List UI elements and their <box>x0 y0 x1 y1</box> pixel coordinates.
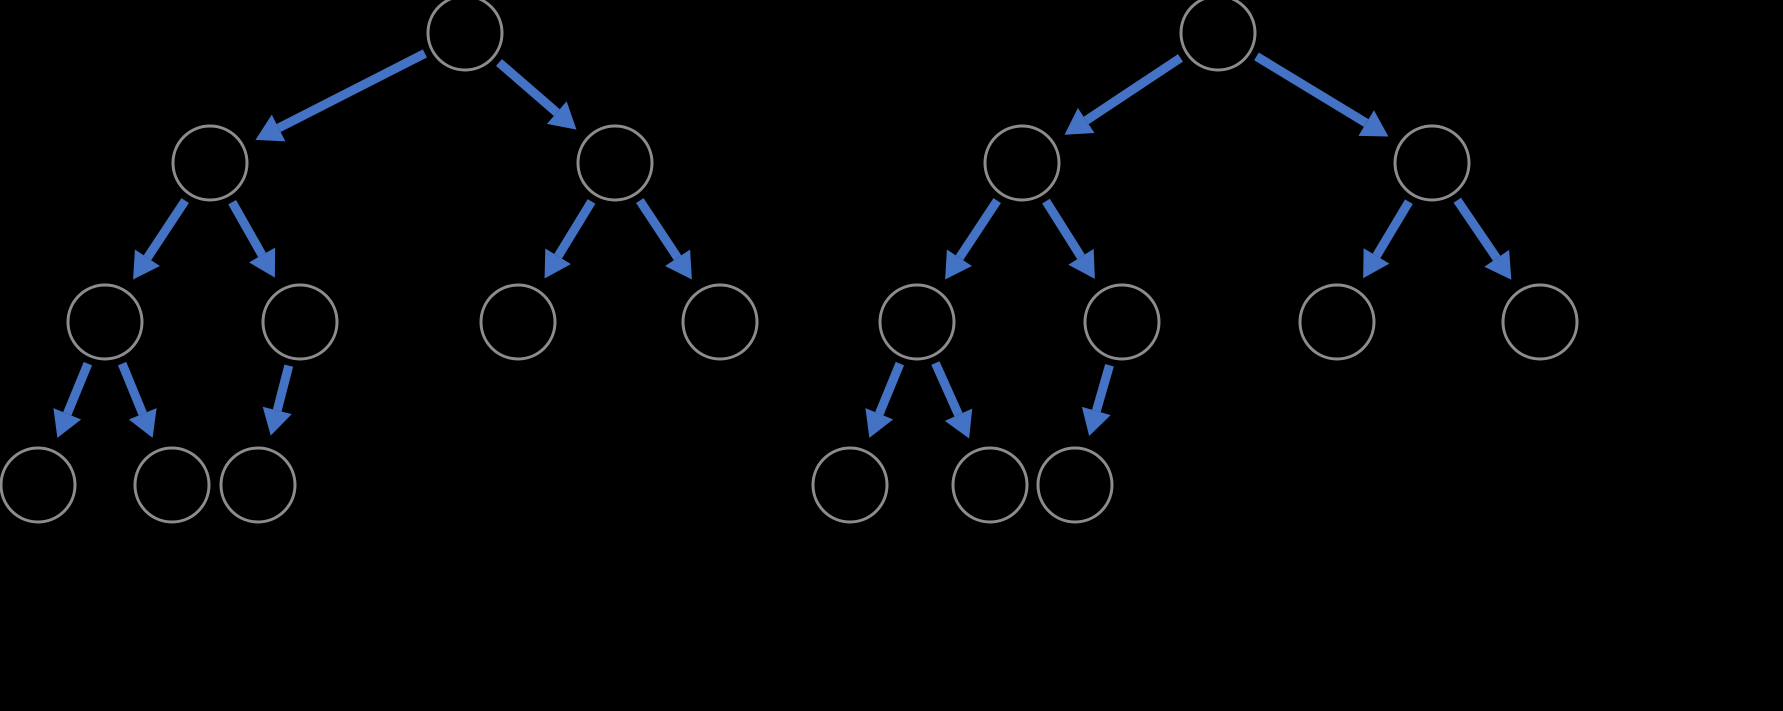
edge-shaft <box>636 198 682 261</box>
tree-edge <box>931 361 973 439</box>
edge-shaft <box>1042 198 1085 260</box>
tree-node-circle[interactable] <box>1036 446 1114 524</box>
edge-shaft <box>1372 199 1413 259</box>
edge-shaft <box>1083 54 1183 125</box>
tree-edge <box>1081 363 1114 436</box>
tree-node-circle[interactable] <box>261 283 339 361</box>
edge-shaft <box>496 59 560 116</box>
tree-edge <box>1064 54 1183 135</box>
tree-node-circle[interactable] <box>1179 0 1257 72</box>
tree-edge <box>53 361 93 438</box>
edge-arrowhead-icon <box>546 101 577 130</box>
tree-node-circle[interactable] <box>66 283 144 361</box>
tree-node-circle[interactable] <box>133 446 211 524</box>
edge-shaft <box>931 361 963 417</box>
tree-edge <box>228 199 276 278</box>
tree-node-circle[interactable] <box>1393 124 1471 202</box>
edges-layer <box>53 49 1512 439</box>
tree-edge <box>1042 198 1095 279</box>
edge-arrowhead-icon <box>1064 107 1095 135</box>
edge-arrowhead-icon <box>945 249 972 280</box>
tree-edge <box>496 59 577 130</box>
edge-arrowhead-icon <box>53 408 82 438</box>
edge-arrowhead-icon <box>255 114 286 142</box>
edge-shaft <box>228 199 266 258</box>
tree-edge <box>255 49 427 142</box>
tree-node-circle[interactable] <box>0 446 77 524</box>
tree-edge <box>544 199 596 279</box>
edge-shaft <box>1092 363 1114 413</box>
edge-arrowhead-icon <box>262 406 292 436</box>
tree-edge <box>636 198 692 280</box>
tree-node-circle[interactable] <box>983 124 1061 202</box>
edge-shaft <box>63 361 93 416</box>
tree-node-circle[interactable] <box>171 124 249 202</box>
edge-shaft <box>117 361 147 416</box>
tree-node-circle[interactable] <box>219 446 297 524</box>
edge-arrowhead-icon <box>1081 406 1111 436</box>
edge-shaft <box>875 361 905 416</box>
edge-arrowhead-icon <box>133 249 160 280</box>
tree-node-circle[interactable] <box>1298 283 1376 361</box>
tree-node-circle[interactable] <box>576 124 654 202</box>
tree-node-circle[interactable] <box>811 446 889 524</box>
tree-node-circle[interactable] <box>951 446 1029 524</box>
edge-arrowhead-icon <box>944 408 973 439</box>
edge-arrowhead-icon <box>128 408 157 438</box>
edge-arrowhead-icon <box>665 249 692 280</box>
tree-node-circle[interactable] <box>681 283 759 361</box>
edge-arrowhead-icon <box>1068 248 1095 279</box>
edge-shaft <box>955 198 1001 261</box>
edge-shaft <box>276 49 427 133</box>
tree-node-circle[interactable] <box>1501 283 1579 361</box>
tree-node-circle[interactable] <box>1083 283 1161 361</box>
edge-shaft <box>1254 52 1369 127</box>
edge-shaft <box>554 199 596 259</box>
edge-shaft <box>143 198 189 261</box>
tree-node-circle[interactable] <box>426 0 504 72</box>
tree-edge <box>1254 52 1389 137</box>
tree-edge <box>262 364 294 436</box>
tree-edge <box>1453 197 1512 280</box>
edge-arrowhead-icon <box>865 408 894 438</box>
tree-edge <box>945 198 1001 280</box>
edge-arrowhead-icon <box>1484 249 1512 280</box>
edge-arrowhead-icon <box>544 248 571 279</box>
edge-arrowhead-icon <box>1363 248 1390 279</box>
tree-edge <box>1363 199 1413 279</box>
nodes-layer <box>0 0 1579 524</box>
tree-node-circle[interactable] <box>878 283 956 361</box>
edge-shaft <box>1453 197 1501 261</box>
tree-edge <box>133 198 189 280</box>
tree-edge <box>117 361 157 438</box>
edge-arrowhead-icon <box>249 247 276 278</box>
edge-arrowhead-icon <box>1358 110 1389 137</box>
edge-shaft <box>272 364 294 412</box>
tree-edge <box>865 361 905 438</box>
tree-node-circle[interactable] <box>479 283 557 361</box>
